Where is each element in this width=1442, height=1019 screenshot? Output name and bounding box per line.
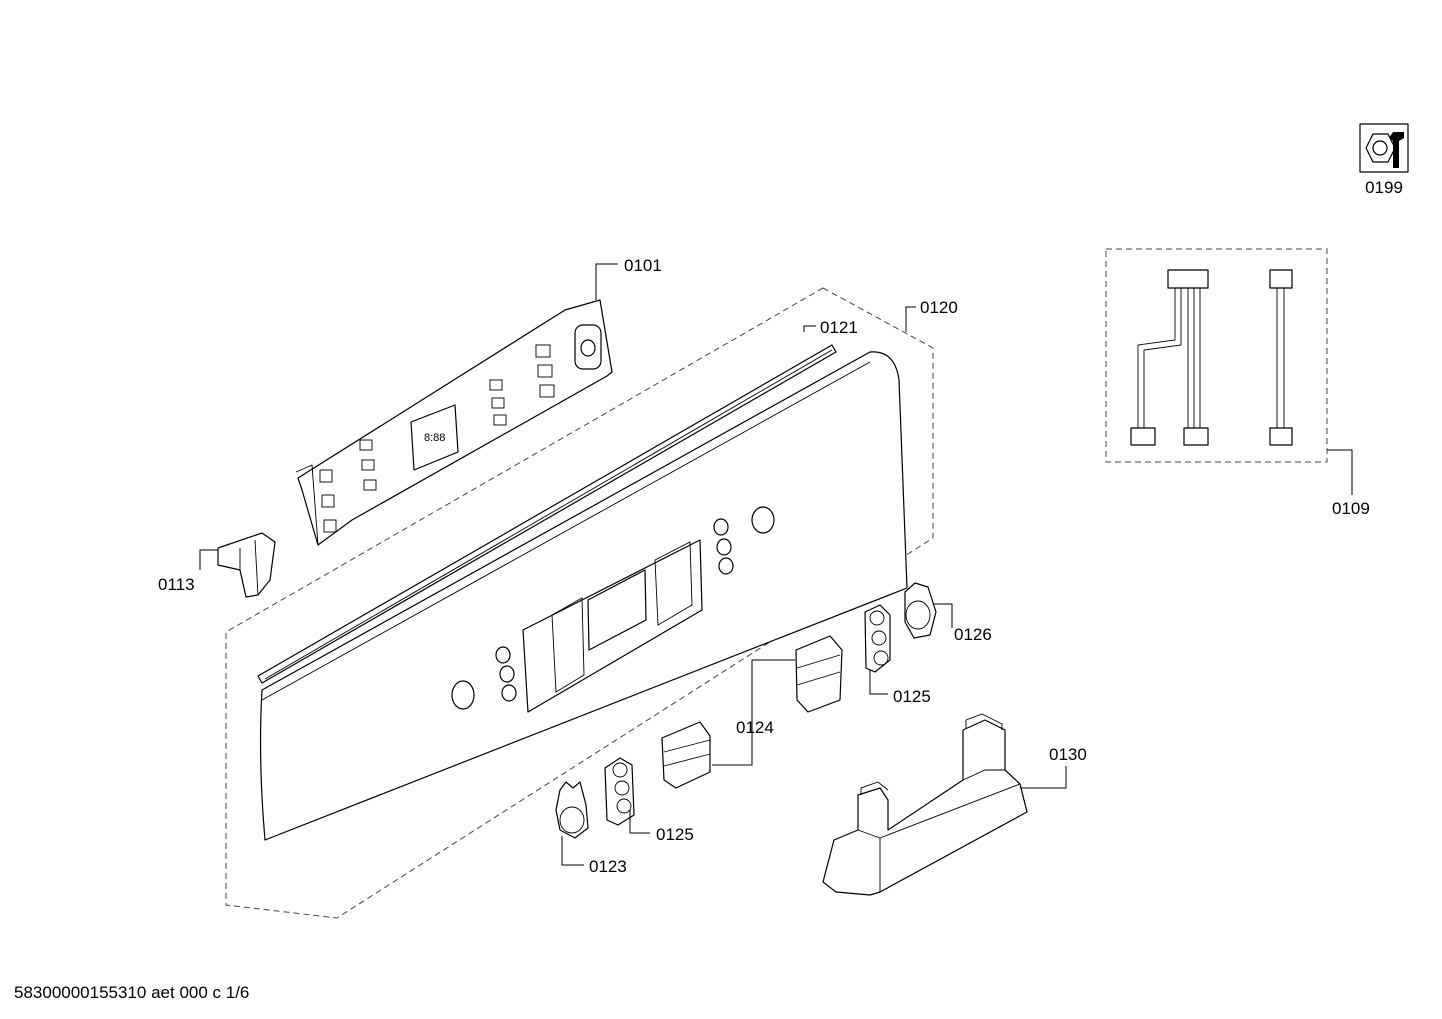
part-label-0121: 0121 bbox=[820, 318, 858, 337]
part-label-0126: 0126 bbox=[954, 625, 992, 644]
control-panel-fascia bbox=[259, 351, 908, 841]
knob bbox=[555, 781, 589, 839]
bracket bbox=[217, 532, 276, 598]
group-outline-0109 bbox=[1105, 248, 1328, 463]
group-outline-0120 bbox=[225, 287, 934, 919]
push-button-set bbox=[604, 757, 635, 826]
seal-strip bbox=[257, 344, 837, 684]
part-label-0125-lower: 0125 bbox=[656, 825, 694, 844]
part-label-0120: 0120 bbox=[920, 298, 958, 317]
cable-harness bbox=[1130, 269, 1293, 446]
button-holder bbox=[795, 635, 843, 713]
part-label-0130: 0130 bbox=[1049, 745, 1087, 764]
electronic-module: 8:88 bbox=[295, 299, 613, 546]
part-label-0125: 0125 bbox=[893, 687, 931, 706]
part-label-0113: 0113 bbox=[158, 575, 195, 594]
document-id: 58300000155310 aet 000 c 1/6 bbox=[14, 983, 249, 1002]
housing-cover bbox=[822, 713, 1028, 896]
knob bbox=[904, 582, 937, 639]
svg-text:8:88: 8:88 bbox=[424, 432, 445, 444]
part-label-0124: 0124 bbox=[736, 718, 774, 737]
part-label-0199: 0199 bbox=[1365, 178, 1403, 197]
button-holder bbox=[661, 721, 711, 789]
wrench-nut-icon bbox=[1359, 123, 1409, 173]
part-label-0101: 0101 bbox=[624, 256, 662, 275]
part-label-0109: 0109 bbox=[1332, 499, 1370, 518]
part-label-0123: 0123 bbox=[589, 857, 627, 876]
push-button-set bbox=[864, 604, 891, 673]
